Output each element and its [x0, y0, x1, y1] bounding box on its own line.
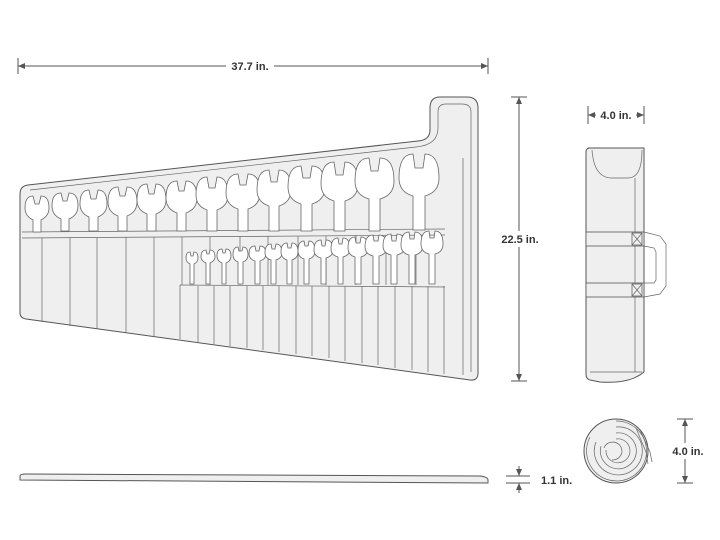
folded-side-view [585, 147, 667, 383]
thickness-dimension: 1.1 in. [506, 466, 572, 493]
height-label: 22.5 in. [501, 234, 538, 246]
width-label: 37.7 in. [231, 61, 268, 73]
rolled-diameter-dimension: 4.0 in. [668, 418, 708, 484]
upper-pocket-dividers [41, 237, 183, 337]
lower-pocket-dividers [197, 286, 445, 374]
thickness-label: 1.1 in. [541, 475, 572, 487]
width-dimension: 37.7 in. [17, 58, 489, 74]
height-dimension: 22.5 in. [500, 96, 550, 382]
folded-width-label: 4.0 in. [600, 110, 631, 122]
rolled-end-view [583, 418, 653, 484]
large-wrench-heads [24, 153, 440, 233]
flat-thickness-view [19, 473, 489, 484]
small-wrench-heads [185, 230, 444, 285]
unrolled-wrench-roll [19, 96, 479, 381]
folded-width-dimension: 4.0 in. [587, 106, 645, 124]
rolled-diameter-label: 4.0 in. [672, 446, 703, 458]
